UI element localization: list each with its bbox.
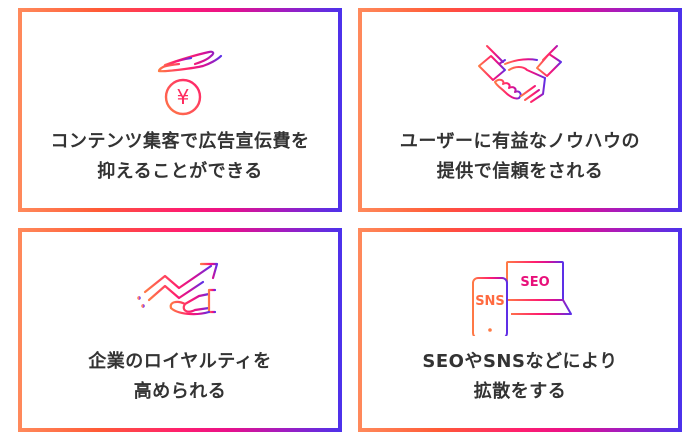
- seo-label: SEO: [520, 275, 549, 290]
- caption-line-2: 抑えることができる: [97, 161, 263, 182]
- card-body: 企業のロイヤルティを 高められる: [22, 232, 338, 428]
- card-body: SEO SNS SEOやSNSなどにより 拡散をする: [362, 232, 678, 428]
- hand-over-yen-coin-icon: ¥: [157, 50, 223, 116]
- caption-line-2: 高められる: [133, 381, 227, 402]
- handshake-icon: [478, 45, 562, 103]
- caption-line-2: 提供で信頼をされる: [436, 161, 604, 182]
- card-caption: SEOやSNSなどにより 拡散をする: [362, 347, 678, 407]
- benefit-card-trust: ユーザーに有益なノウハウの 提供で信頼をされる: [358, 8, 682, 212]
- svg-text:¥: ¥: [177, 85, 190, 109]
- caption-line-1: 企業のロイヤルティを: [88, 351, 272, 372]
- card-caption: ユーザーに有益なノウハウの 提供で信頼をされる: [362, 127, 678, 187]
- caption-line-1: ユーザーに有益なノウハウの: [399, 131, 641, 152]
- smartphone-laptop-icon: SEO SNS: [472, 261, 572, 336]
- benefit-card-ad-cost: ¥ コンテンツ集客で広告宣伝費を 抑えることができる: [18, 8, 342, 212]
- benefit-card-spread: SEO SNS SEOやSNSなどにより 拡散をする: [358, 228, 682, 432]
- rising-arrow-hand-icon: [137, 262, 219, 316]
- card-caption: コンテンツ集客で広告宣伝費を 抑えることができる: [22, 127, 338, 187]
- caption-line-1: コンテンツ集客で広告宣伝費を: [50, 131, 310, 152]
- card-body: ユーザーに有益なノウハウの 提供で信頼をされる: [362, 12, 678, 208]
- card-body: ¥ コンテンツ集客で広告宣伝費を 抑えることができる: [22, 12, 338, 208]
- sns-label: SNS: [475, 294, 505, 309]
- caption-line-1: SEOやSNSなどにより: [422, 351, 618, 372]
- benefit-card-loyalty: 企業のロイヤルティを 高められる: [18, 228, 342, 432]
- card-caption: 企業のロイヤルティを 高められる: [22, 347, 338, 407]
- caption-line-2: 拡散をする: [473, 381, 567, 402]
